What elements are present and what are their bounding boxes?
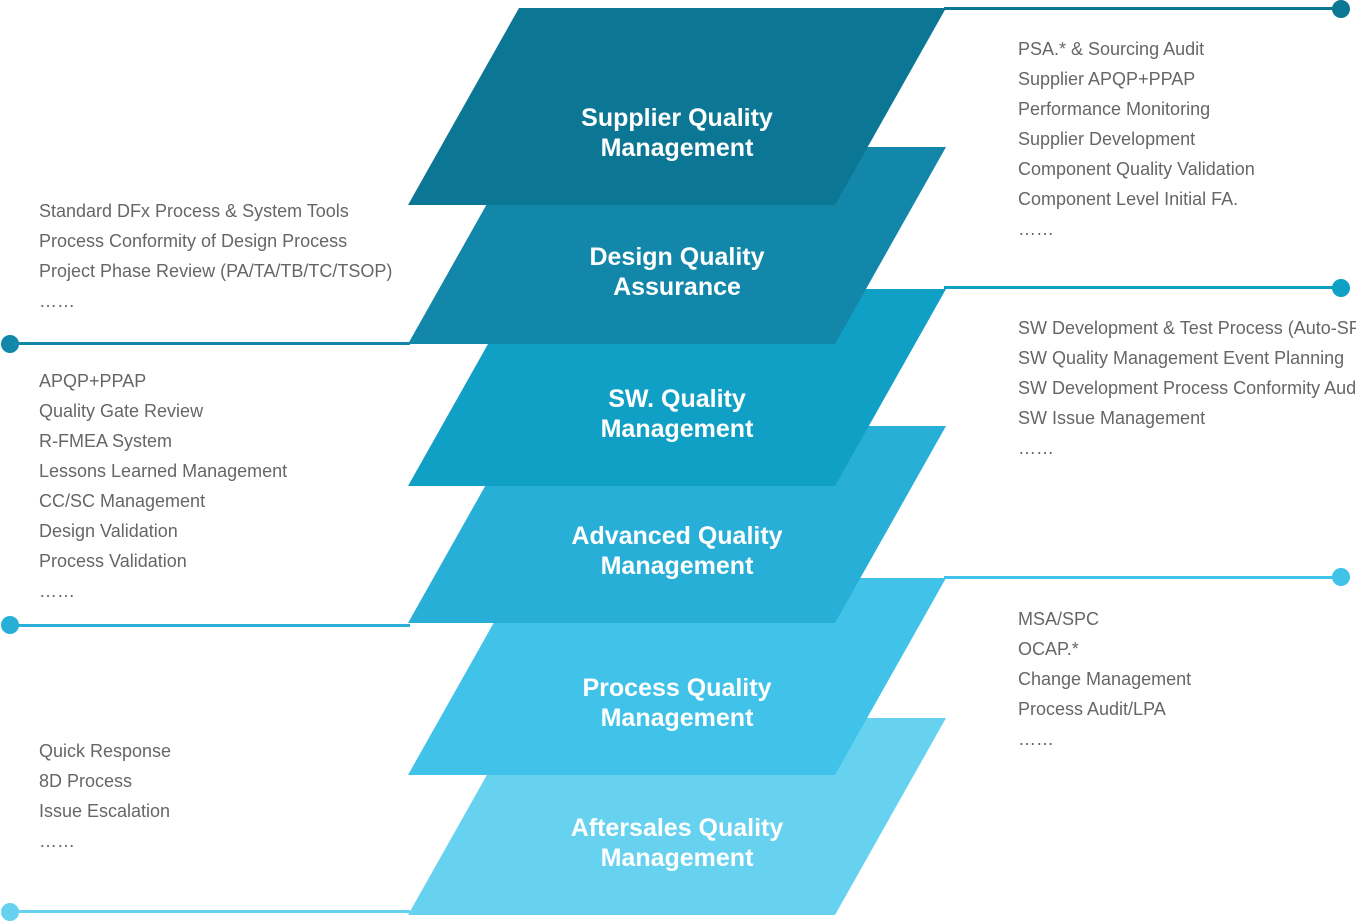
band-title-process-quality-management: Process Quality Management [408,673,946,733]
band-title-line: Management [600,552,754,580]
band-title-line: Design Quality [589,243,765,271]
connector-dot-process-quality-management [1332,568,1350,586]
detail-item: SW Development & Test Process (Auto-SPIC… [1018,318,1356,338]
detail-item: Process Validation [39,551,187,571]
detail-item: CC/SC Management [39,491,206,511]
detail-item: MSA/SPC [1018,609,1100,629]
detail-item: SW Issue Management [1018,408,1206,428]
detail-item: …… [1018,438,1054,458]
connector-dot-supplier-quality-management [1332,0,1350,18]
band-title-line: Supplier Quality [581,104,773,132]
detail-item: R-FMEA System [39,431,173,451]
detail-item: Supplier Development [1018,129,1196,149]
detail-item: SW Development Process Conformity Audit [1018,378,1356,398]
band-title-supplier-quality-management: Supplier Quality Management [408,103,946,163]
band-title-advanced-quality-management: Advanced Quality Management [408,521,946,581]
detail-item: Project Phase Review (PA/TA/TB/TC/TSOP) [39,261,393,281]
detail-item: Issue Escalation [39,801,171,821]
detail-item: Process Audit/LPA [1018,699,1166,719]
connector-dot-advanced-quality-management [1,616,19,634]
band-title-line: Management [600,134,754,162]
detail-item: …… [1018,729,1054,749]
detail-item: OCAP.* [1018,639,1079,659]
details-list-design-quality-assurance: Standard DFx Process & System Tools Proc… [39,196,392,316]
connector-line-supplier-quality-management [944,7,1341,10]
band-title-line: Management [600,415,754,443]
band-title-line: Process Quality [582,674,772,702]
connector-line-design-quality-assurance [10,342,410,345]
band-title-line: Advanced Quality [571,522,783,550]
details-list-sw-quality-management: SW Development & Test Process (Auto-SPIC… [1018,313,1356,463]
details-list-process-quality-management: MSA/SPC OCAP.* Change Management Process… [1018,604,1191,754]
detail-item: Standard DFx Process & System Tools [39,201,349,221]
band-title-line: Aftersales Quality [570,814,784,842]
detail-item: Quality Gate Review [39,401,204,421]
detail-item: Supplier APQP+PPAP [1018,69,1196,89]
details-list-advanced-quality-management: APQP+PPAP Quality Gate Review R-FMEA Sys… [39,366,287,606]
detail-item: 8D Process [39,771,133,791]
detail-item: Design Validation [39,521,178,541]
connector-dot-aftersales-quality-management [1,903,19,921]
connector-line-aftersales-quality-management [10,910,410,913]
details-list-aftersales-quality-management: Quick Response 8D Process Issue Escalati… [39,736,171,856]
detail-item: Performance Monitoring [1018,99,1211,119]
band-title-line: Management [600,704,754,732]
detail-item: …… [39,581,75,601]
detail-item: …… [39,831,75,851]
detail-item: SW Quality Management Event Planning [1018,348,1345,368]
detail-item: Component Level Initial FA. [1018,189,1239,209]
detail-item: Quick Response [39,741,172,761]
band-title-line: SW. Quality [608,385,746,413]
connector-dot-sw-quality-management [1332,279,1350,297]
connector-line-process-quality-management [944,576,1341,579]
detail-item: Lessons Learned Management [39,461,288,481]
detail-item: PSA.* & Sourcing Audit [1018,39,1205,59]
band-title-design-quality-assurance: Design Quality Assurance [408,242,946,302]
detail-item: …… [1018,219,1054,239]
connector-line-sw-quality-management [944,286,1341,289]
details-list-supplier-quality-management: PSA.* & Sourcing Audit Supplier APQP+PPA… [1018,34,1255,244]
detail-item: …… [39,291,75,311]
connector-dot-design-quality-assurance [1,335,19,353]
detail-item: Process Conformity of Design Process [39,231,348,251]
band-title-aftersales-quality-management: Aftersales Quality Management [408,813,946,873]
detail-item: APQP+PPAP [39,371,147,391]
band-title-line: Management [600,844,754,872]
detail-item: Component Quality Validation [1018,159,1255,179]
band-title-line: Assurance [613,273,741,301]
detail-item: Change Management [1018,669,1192,689]
band-title-sw-quality-management: SW. Quality Management [408,384,946,444]
connector-line-advanced-quality-management [10,624,410,627]
